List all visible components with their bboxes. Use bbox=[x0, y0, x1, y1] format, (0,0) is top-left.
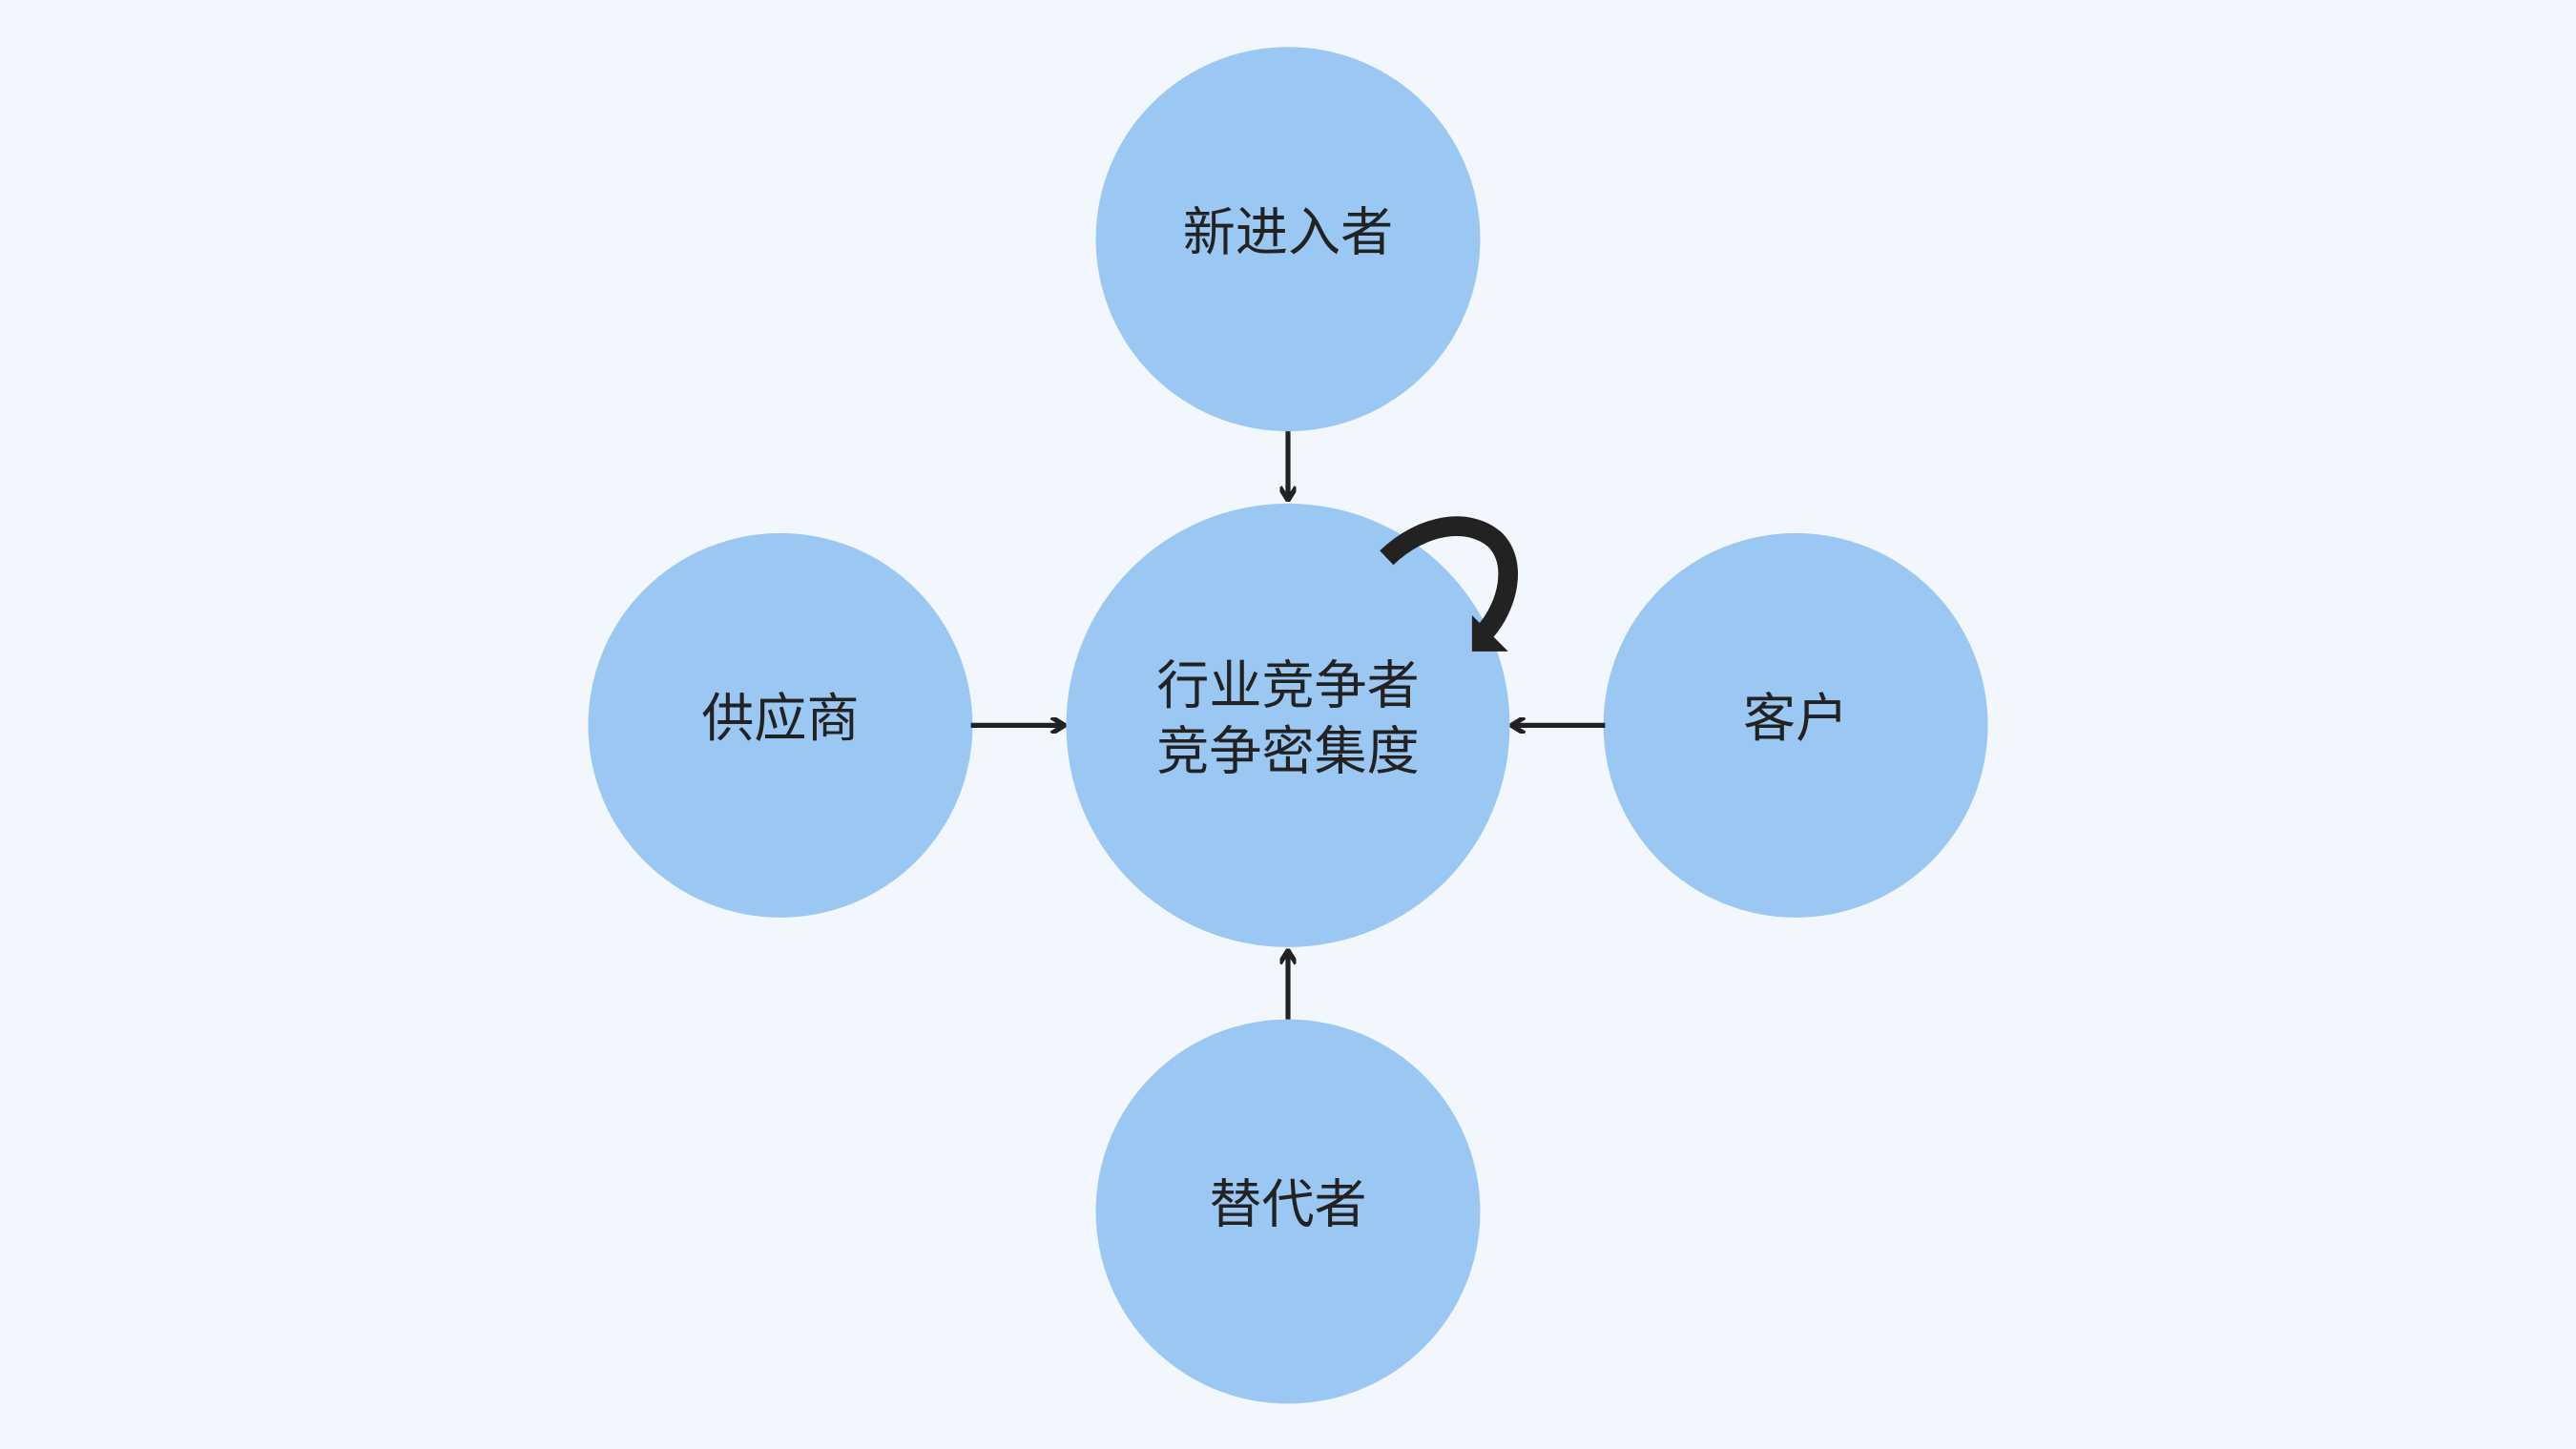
node-label: 供应商 bbox=[701, 688, 859, 749]
node-customers[interactable]: 客户 bbox=[1603, 532, 1988, 918]
node-industry-competitors[interactable]: 行业竞争者 竞争密集度 bbox=[1066, 503, 1510, 947]
self-loop-arrow-icon bbox=[1380, 516, 1518, 652]
node-label: 新进入者 bbox=[1183, 201, 1393, 262]
node-label: 客户 bbox=[1743, 688, 1848, 749]
node-label-line2: 竞争密集度 bbox=[1156, 720, 1419, 781]
node-suppliers[interactable]: 供应商 bbox=[588, 532, 973, 918]
node-label-line1: 行业竞争者 bbox=[1156, 655, 1419, 716]
node-substitutes[interactable]: 替代者 bbox=[1095, 1019, 1481, 1404]
node-label: 替代者 bbox=[1209, 1174, 1366, 1235]
node-new-entrants[interactable]: 新进入者 bbox=[1095, 47, 1481, 432]
